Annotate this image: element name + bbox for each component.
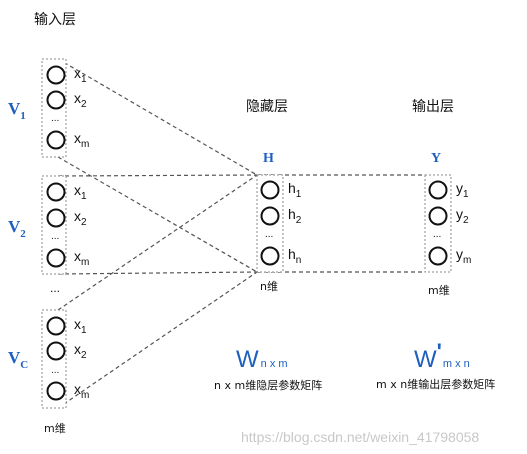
node-label: h1 [288,180,302,200]
input-group-vc: ... x1 x2 xm VC [8,309,89,409]
connection-line [57,58,258,176]
node-ellipsis: ... [433,229,441,240]
input-dim-label: m维 [44,422,66,435]
node-circle [260,206,280,226]
hidden-layer-letter: H [263,151,274,166]
node-circle [46,182,66,202]
node-label: x1 [74,182,87,202]
connection-line [57,156,258,273]
connection-line [57,174,258,311]
node-label: h2 [288,206,302,226]
node-label: xm [74,130,89,150]
input-group-v1: ... x1 x2 xm V1 [8,58,89,158]
connection-lines [57,58,425,409]
node-circle [260,246,280,266]
node-circle [428,246,448,266]
node-label: x2 [74,341,87,361]
group-label-v2: V2 [8,217,26,240]
weight-matrix-w-caption: n x m维隐层参数矩阵 [214,378,322,392]
input-group-v2: ... x1 x2 xm V2 [8,175,89,275]
hidden-layer-title: 隐藏层 [246,98,288,114]
group-label-vc: VC [8,348,28,371]
node-ellipsis: ... [265,229,273,240]
node-label: x2 [74,90,87,110]
node-label: x1 [74,316,87,336]
weight-matrix-w-prime: W'm x n [414,339,470,373]
output-layer: Y ... y1 y2 ym m维 [424,151,471,297]
node-label: hn [288,246,301,266]
node-circle [46,65,66,85]
watermark-text: https://blog.csdn.net/weixin_41798058 [241,429,479,445]
hidden-layer: H ... h1 h2 hn n维 [256,151,302,293]
node-label: y1 [456,180,469,200]
groups-ellipsis: ... [50,281,60,295]
node-label: ym [456,246,471,266]
hidden-dim-label: n维 [260,280,278,293]
node-circle [46,90,66,110]
group-label-v1: V1 [8,99,26,122]
node-ellipsis: ... [51,113,59,124]
node-circle [46,208,66,228]
output-layer-title: 输出层 [412,98,454,114]
node-circle [46,316,66,336]
node-circle [46,248,66,268]
connection-line [57,271,258,275]
node-circle [428,180,448,200]
connection-line [57,271,258,409]
node-ellipsis: ... [51,231,59,242]
output-dim-label: m维 [428,284,450,297]
node-circle [46,130,66,150]
node-ellipsis: ... [51,365,59,376]
node-label: x1 [74,65,87,85]
node-label: y2 [456,206,469,226]
output-layer-letter: Y [431,151,441,166]
weight-matrix-w-prime-caption: m x n维输出层参数矩阵 [376,377,495,391]
node-label: xm [74,248,89,268]
node-circle [46,381,66,401]
node-circle [260,180,280,200]
connection-line [57,174,258,177]
node-circle [46,341,66,361]
node-circle [428,206,448,226]
node-label: xm [74,381,89,401]
input-layer-title: 输入层 [34,11,76,27]
node-label: x2 [74,208,87,228]
